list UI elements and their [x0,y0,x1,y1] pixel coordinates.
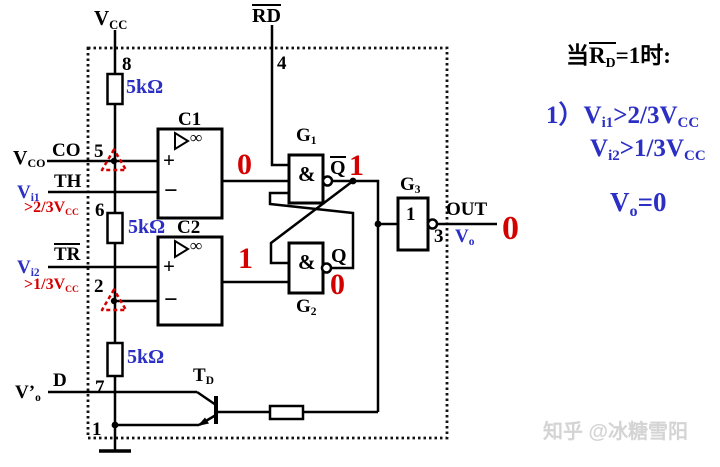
g3-inversion-bubble [426,218,439,230]
c2-minus-input-label: − [164,287,178,313]
c2-name-label: C2 [177,217,201,238]
c2-plus-input-label: + [163,254,175,278]
c1-output-value: 0 [237,148,252,181]
reset-wire [270,25,289,167]
c1-plus-input-label: + [163,148,175,172]
two-thirds-vcc-node-marker [100,148,128,172]
pin-8-label: 8 [122,54,132,75]
feedback-q-to-g1 [268,191,355,270]
c1-infinity-icon: ∞ [190,128,203,147]
resistor-r3 [106,341,124,378]
feedback-qbar-to-g2 [269,180,354,265]
c1-name-label: C1 [178,109,202,130]
qbar-output-wire [332,179,380,412]
resistor-r1 [106,72,124,106]
vcc-label: VCC [94,6,128,32]
vco-label: VCO [13,147,46,171]
pin-7-label: 7 [95,377,105,398]
r2-value-label: 5kΩ [128,216,166,238]
pin-3-label: 3 [434,226,444,247]
g3-name-label: G3 [400,174,421,197]
v-prime-o-label: V’o [15,382,41,405]
c2-output-value: 1 [238,242,253,275]
vo-label: Vo [455,226,475,249]
gate-g2-box [287,241,325,295]
pin-1-label: 1 [92,419,102,440]
junction-dot [110,157,118,165]
q-output-label: Q [331,245,347,267]
co-pin-label: CO [52,140,81,161]
g1-inversion-bubble [321,175,334,187]
vi1-label: Vi1 [17,182,40,205]
rd-bar-label: RD [252,4,281,27]
g2-inversion-bubble [320,262,333,274]
g2-name-label: G2 [296,296,317,319]
q-value: 0 [330,268,345,301]
case1-condition-vi1: 1）Vi1>2/3VCC [546,102,700,132]
r1-value-label: 5kΩ [126,76,164,98]
g1-name-label: G1 [296,125,317,148]
resistor-r2 [106,211,124,245]
qbar-value: 1 [349,149,364,182]
c1-opamp-triangle-icon [174,131,190,151]
comparator-c2-box [156,235,224,327]
r3-value-label: 5kΩ [127,346,165,368]
junction-dot [111,421,119,429]
g2-nand-symbol: & [298,250,316,274]
td-transistor-label: TD [193,365,214,388]
vo-value: 0 [502,210,519,247]
pin-5-label: 5 [94,141,104,162]
g3-buffer-symbol: 1 [406,204,416,225]
c1-minus-input-label: − [164,178,178,204]
input-wires [47,159,197,394]
junction-dot [374,220,382,228]
base-resistor [268,404,305,421]
watermark: 知乎 @冰糖雪阳 [543,421,689,443]
c2-opamp-triangle-icon [174,239,190,259]
ic-boundary [86,46,449,440]
c2-infinity-icon: ∞ [190,236,203,255]
comparator-c1-box [156,127,224,220]
vi2-label: Vi2 [17,257,40,280]
comparator-output-wires [222,179,289,284]
pin-4-label: 4 [277,53,287,74]
qbar-output-label: Q [330,156,346,179]
th-pin-label: TH [54,171,82,192]
tr-bar-pin-label: TR [54,243,81,265]
out-label: OUT [446,199,488,220]
vi1-condition-label: >2/3VCC [24,199,79,218]
gate-g3-box [396,196,430,252]
vi2-condition-label: >1/3VCC [24,276,79,295]
junction-dot [349,177,357,185]
d-pin-label: D [53,370,67,391]
emitter-arrow-icon [197,417,209,426]
case1-condition-vi2: Vi2>1/3VCC [590,135,706,165]
one-third-vcc-node-marker [100,288,128,312]
condition-heading: 当RD=1时: [566,42,671,70]
case1-result-vo: Vo=0 [610,187,667,220]
pin-6-label: 6 [95,200,105,221]
g1-nand-symbol: & [298,162,316,186]
pin-2-label: 2 [94,276,104,297]
transistor-collector [196,390,217,407]
junction-dot [110,297,118,305]
